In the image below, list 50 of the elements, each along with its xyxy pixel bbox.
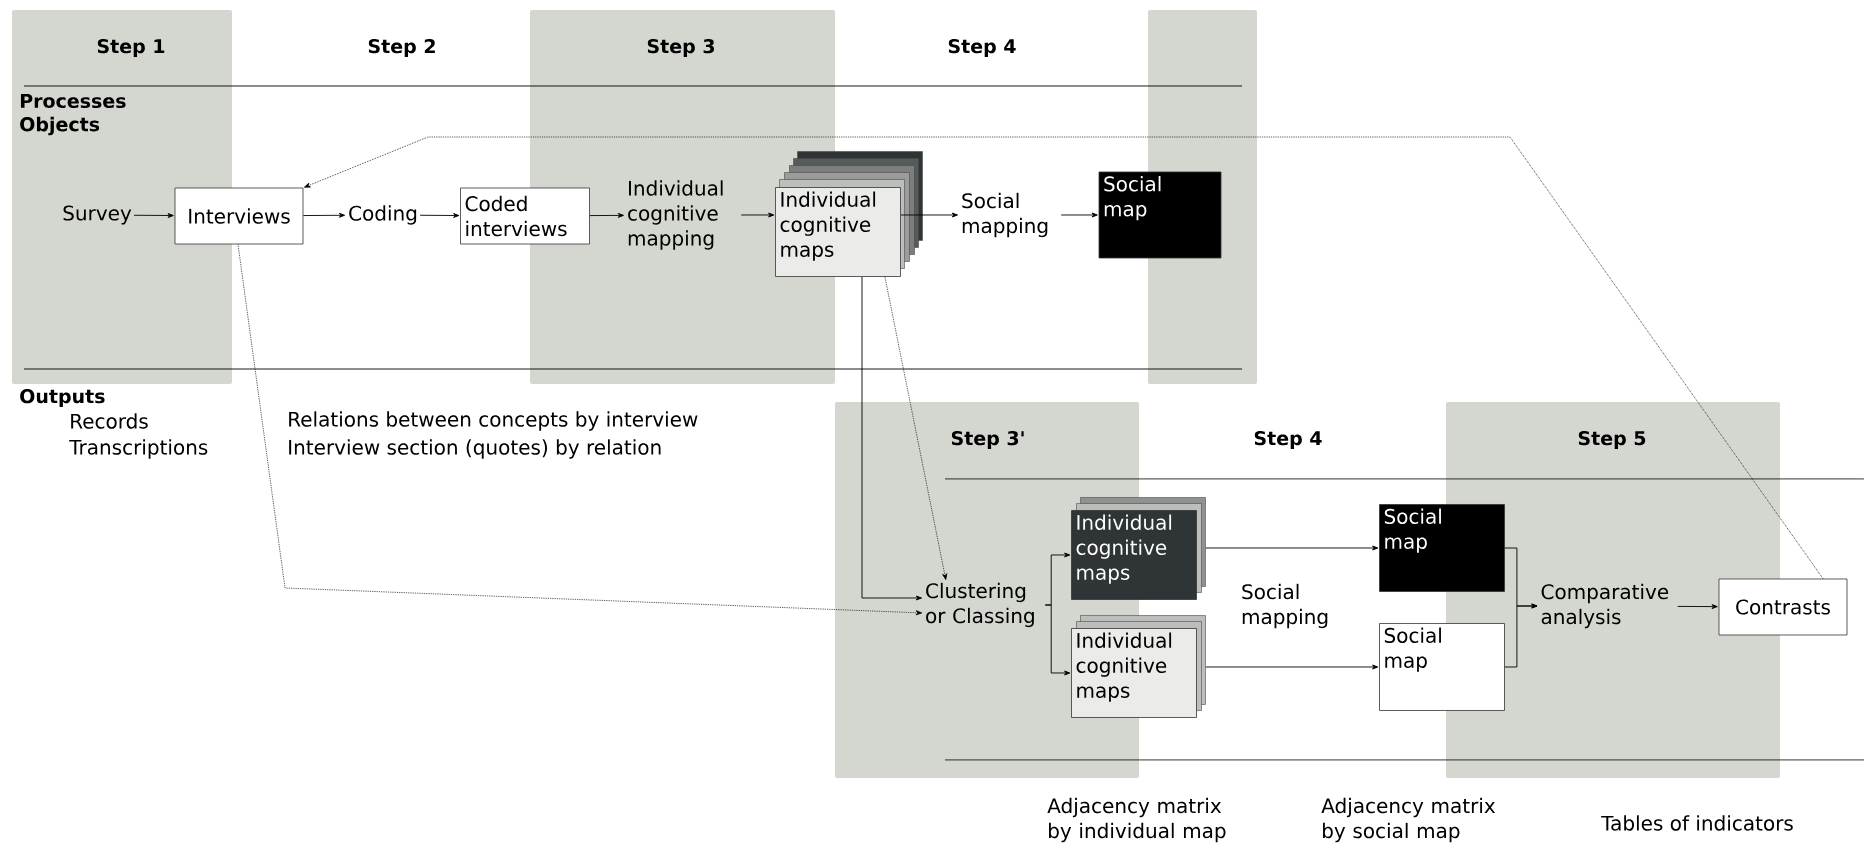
arrow <box>589 212 624 218</box>
step-heading: Step 3' <box>951 430 1024 450</box>
step-heading: Step 1 <box>97 39 165 58</box>
row-heading: Processes <box>20 93 126 109</box>
object-box: Interviews <box>174 187 304 245</box>
arrow <box>1060 212 1098 218</box>
node-label: maps <box>781 245 834 261</box>
object-box: Social map <box>1379 623 1505 711</box>
process-label: Social mapping <box>962 192 1048 238</box>
object-box: Social map <box>1098 171 1222 259</box>
object-box: Coded interviews <box>460 187 590 245</box>
arrow <box>419 213 460 218</box>
arrow <box>304 136 1824 579</box>
step-heading: Step 3 <box>647 39 715 58</box>
map-stack: Individual cognitive maps <box>1071 497 1206 600</box>
step-heading: Step 4 <box>1254 430 1322 450</box>
arrow <box>1504 603 1538 668</box>
object-box: Social map <box>1379 504 1505 592</box>
output-label: Interview section (quotes) by relation <box>289 439 661 459</box>
output-label: Adjacency matrix by social map <box>1321 797 1496 843</box>
map-stack: Individual cognitive maps <box>775 151 923 277</box>
process-label: Coding <box>349 205 417 225</box>
output-label: Records <box>71 413 148 429</box>
arrow <box>302 212 346 218</box>
arrow <box>861 276 922 601</box>
row-heading: Objects <box>20 116 100 136</box>
output-label: Tables of indicators <box>1601 815 1793 831</box>
arrow <box>237 244 923 616</box>
process-label: Individual cognitive mapping <box>628 180 723 250</box>
step-heading: Step 5 <box>1578 430 1646 450</box>
arrow <box>1205 545 1379 551</box>
step-heading: Step 4 <box>948 39 1016 58</box>
output-label: Transcriptions <box>69 439 208 459</box>
process-label: Clustering or Classing <box>926 582 1034 628</box>
arrow <box>1044 604 1071 676</box>
arrow <box>740 212 775 218</box>
arrow <box>884 276 948 580</box>
arrow <box>1677 604 1718 610</box>
output-label: Relations between concepts by interview <box>289 411 698 431</box>
process-label: Survey <box>63 205 132 225</box>
step-heading: Step 2 <box>368 39 435 58</box>
output-label: Adjacency matrix by individual map <box>1047 797 1226 843</box>
row-heading: Outputs <box>20 388 105 408</box>
process-label: Comparative analysis <box>1541 583 1669 629</box>
map-stack: Individual cognitive maps <box>1071 615 1206 718</box>
object-box: Contrasts <box>1718 578 1848 636</box>
arrow <box>900 212 958 218</box>
arrow <box>133 213 174 218</box>
arrow <box>1205 664 1379 670</box>
process-label: Social mapping <box>1242 583 1328 629</box>
